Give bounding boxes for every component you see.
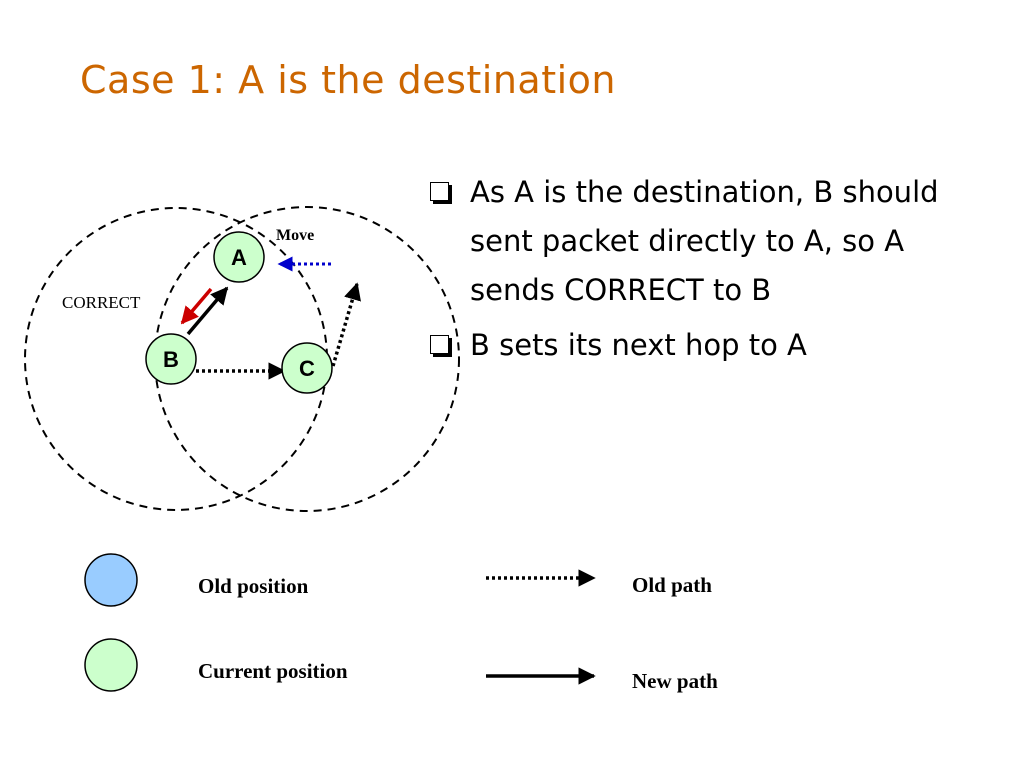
new-path-arrow-b-a [186, 286, 229, 336]
node-c: C [281, 342, 333, 394]
legend-current-position-label: Current position [198, 659, 348, 683]
legend-old-position-swatch [84, 553, 138, 607]
node-a: A [213, 231, 265, 283]
bullet-text: B sets its next hop to A [470, 328, 807, 362]
legend-old-position-label: Old position [198, 574, 309, 598]
correct-arrow-a-b [180, 287, 213, 325]
node-b: B [145, 333, 197, 385]
legend-current-position-swatch [84, 638, 138, 692]
old-path-arrow-c-out [331, 282, 361, 367]
checkbox-bullet-icon [430, 335, 449, 354]
checkbox-bullet-icon [430, 182, 449, 201]
node-a-label: A [231, 245, 247, 270]
correct-label: CORRECT [62, 293, 141, 312]
node-b-label: B [163, 347, 179, 372]
node-c-label: C [299, 356, 315, 381]
bullet-item: As A is the destination, B should sent p… [428, 168, 968, 315]
legend-old-path-label: Old path [632, 573, 712, 597]
bullet-text: As A is the destination, B should sent p… [470, 175, 939, 307]
bullet-list: As A is the destination, B should sent p… [428, 168, 968, 376]
move-label: Move [276, 227, 314, 244]
legend-new-path-label: New path [632, 669, 718, 693]
bullet-item: B sets its next hop to A [428, 321, 968, 370]
slide-title: Case 1: A is the destination [80, 58, 616, 102]
